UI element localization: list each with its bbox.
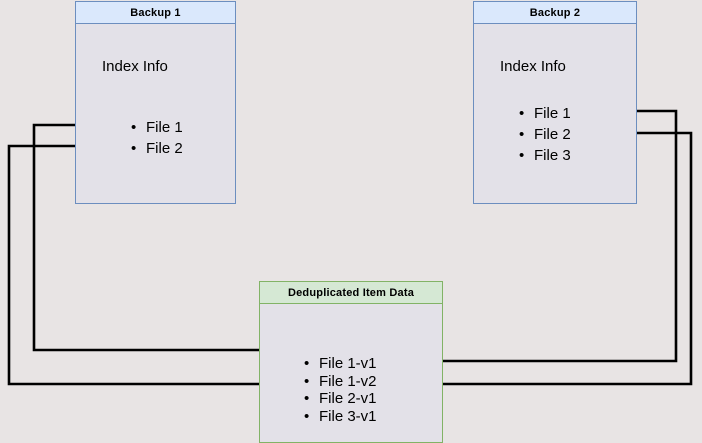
backup2-body: Index Info File 1 File 2 File 3 xyxy=(474,24,636,203)
list-item[interactable]: File 3-v1 xyxy=(304,408,377,426)
backup1-body: Index Info File 1 File 2 xyxy=(76,24,235,203)
dedup-box[interactable]: Deduplicated Item Data File 1-v1 File 1-… xyxy=(259,281,443,443)
backup1-index-label: Index Info xyxy=(102,58,168,75)
backup2-file-list: File 1 File 2 File 3 xyxy=(519,103,571,166)
backup1-box[interactable]: Backup 1 Index Info File 1 File 2 xyxy=(75,1,236,204)
backup2-index-label: Index Info xyxy=(500,58,566,75)
list-item[interactable]: File 1 xyxy=(131,117,183,138)
dedup-body: File 1-v1 File 1-v2 File 2-v1 File 3-v1 xyxy=(260,304,442,442)
list-item[interactable]: File 2 xyxy=(131,138,183,159)
list-item[interactable]: File 2 xyxy=(519,124,571,145)
backup1-file-list: File 1 File 2 xyxy=(131,117,183,159)
dedup-item-list: File 1-v1 File 1-v2 File 2-v1 File 3-v1 xyxy=(304,355,377,425)
backup2-title: Backup 2 xyxy=(474,2,636,24)
list-item[interactable]: File 1 xyxy=(519,103,571,124)
list-item[interactable]: File 2-v1 xyxy=(304,390,377,408)
backup2-box[interactable]: Backup 2 Index Info File 1 File 2 File 3 xyxy=(473,1,637,204)
list-item[interactable]: File 1-v2 xyxy=(304,373,377,391)
dedup-title: Deduplicated Item Data xyxy=(260,282,442,304)
list-item[interactable]: File 1-v1 xyxy=(304,355,377,373)
list-item[interactable]: File 3 xyxy=(519,145,571,166)
backup1-title: Backup 1 xyxy=(76,2,235,24)
